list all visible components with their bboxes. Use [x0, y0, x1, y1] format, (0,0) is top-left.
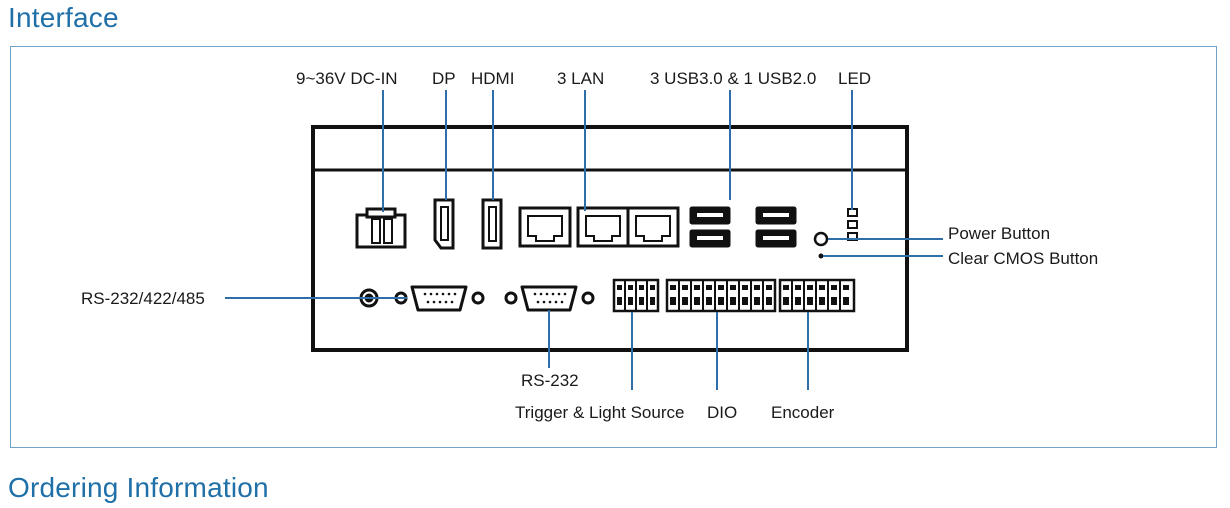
com-port-rs232-422-485	[394, 285, 485, 312]
lan-ports	[518, 206, 680, 248]
label-dp: DP	[432, 69, 456, 88]
terminal-block-trigger-light	[612, 278, 660, 313]
dp-port	[433, 198, 455, 250]
power-button-icon	[813, 231, 829, 247]
usb-ports	[689, 206, 797, 248]
label-dc-in: 9~36V DC-IN	[296, 69, 398, 88]
interface-diagram-frame	[10, 46, 1217, 448]
label-trigger-light-source: Trigger & Light Source	[515, 403, 685, 422]
label-lan: 3 LAN	[557, 69, 605, 88]
clear-cmos-button-icon	[818, 253, 824, 259]
section-title-interface: Interface	[8, 2, 119, 33]
label-dio: DIO	[707, 403, 738, 422]
led-indicators	[847, 208, 858, 241]
terminal-block-dio	[665, 278, 777, 313]
terminal-block-encoder	[778, 278, 856, 313]
label-clear-cmos: Clear CMOS Button	[948, 249, 1099, 268]
label-rs232-422-485: RS-232/422/485	[81, 289, 205, 308]
dc-in-port	[355, 207, 407, 249]
label-encoder: Encoder	[771, 403, 835, 422]
chassis	[311, 125, 909, 352]
label-usb: 3 USB3.0 & 1 USB2.0	[650, 69, 817, 88]
label-rs232: RS-232	[521, 371, 579, 390]
label-hdmi: HDMI	[471, 69, 515, 88]
leader-lines	[225, 90, 943, 390]
section-title-ordering: Ordering Information	[8, 472, 269, 503]
label-led: LED	[838, 69, 872, 88]
hdmi-port	[481, 198, 503, 250]
com-port-rs232	[504, 285, 595, 312]
label-power-button: Power Button	[948, 224, 1051, 243]
